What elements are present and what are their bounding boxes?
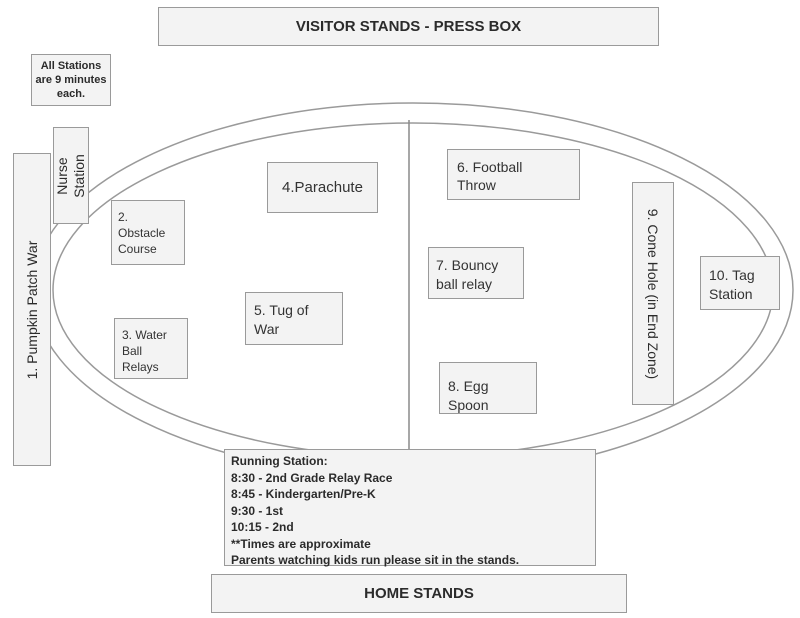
nurse-station-label: Nurse Station [54,153,87,198]
bouncy-ball-relay-station: 7. Bouncy ball relay [428,247,524,299]
schedule-line: 10:15 - 2nd [231,520,294,534]
water-ball-relays-station: 3. Water Ball Relays [114,318,188,379]
running-station-title: Running Station: [231,454,328,468]
tug-of-war-label: 5. Tug of War [254,302,309,337]
parachute-station: 4.Parachute [267,162,378,213]
schedule-note: **Times are approximate [231,536,371,551]
schedule-line: 9:30 - 1st [231,503,284,518]
football-throw-station: 6. Football Throw [447,149,580,200]
home-stands: HOME STANDS [211,574,627,613]
pumpkin-patch-war-label: 1. Pumpkin Patch War [24,240,40,379]
home-stands-label: HOME STANDS [364,585,474,602]
parachute-label: 4.Parachute [282,179,363,196]
pumpkin-patch-war-station: 1. Pumpkin Patch War [13,153,51,466]
visitor-stands-label: VISITOR STANDS - PRESS BOX [295,18,522,35]
schedule-note: Parents watching kids run please sit in … [231,553,520,567]
schedule-line: 8:30 - 2nd Grade Relay Race [231,470,393,485]
tag-station-label: 10. Tag Station [709,267,755,302]
egg-spoon-label: 8. Egg Spoon [448,378,489,413]
obstacle-course-station: 2. Obstacle Course [111,200,185,265]
visitor-stands: VISITOR STANDS - PRESS BOX [158,7,659,46]
tag-station: 10. Tag Station [700,256,780,310]
outer-track [32,102,794,478]
running-station-schedule: Running Station: 8:30 - 2nd Grade Relay … [224,449,596,567]
stations-timing-note: All Stations are 9 minutes each. [31,54,111,106]
stations-timing-label: All Stations are 9 minutes each. [35,60,107,100]
tug-of-war-station: 5. Tug of War [245,292,343,345]
water-ball-relays-label: 3. Water Ball Relays [122,328,167,374]
obstacle-course-label: 2. Obstacle Course [118,210,166,256]
schedule-line: 8:45 - Kindergarten/Pre-K [231,487,376,501]
football-throw-label: 6. Football Throw [457,159,523,193]
egg-spoon-station: 8. Egg Spoon [439,362,537,414]
cone-hole-label: 9. Cone Hole (in End Zone) [645,208,661,379]
cone-hole-station: 9. Cone Hole (in End Zone) [632,182,674,405]
bouncy-ball-relay-label: 7. Bouncy ball relay [436,257,499,292]
nurse-station: Nurse Station [53,127,89,224]
